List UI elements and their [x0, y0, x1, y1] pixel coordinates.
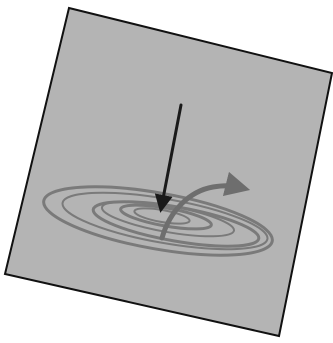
illustration-stage [0, 0, 333, 343]
vortex-illustration [0, 0, 333, 343]
